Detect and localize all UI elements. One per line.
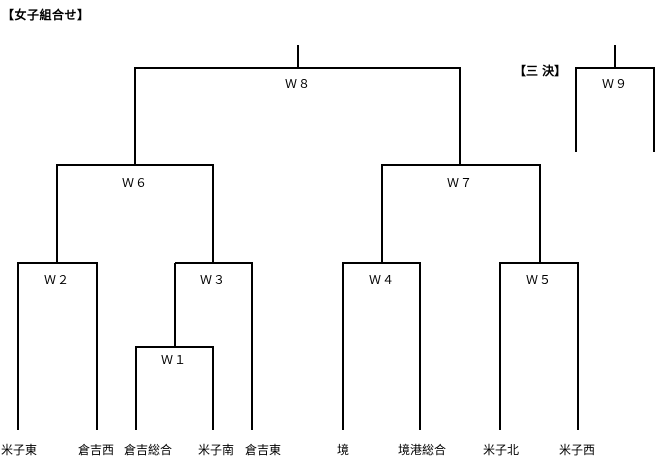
match-label-w3: Ｗ３ xyxy=(197,273,229,287)
team-label: 境 xyxy=(336,443,350,457)
team-label: 米子東 xyxy=(0,443,38,457)
bracket-line-w5 xyxy=(499,262,579,430)
team-label: 倉吉総合 xyxy=(123,443,173,457)
bracket-line-w2 xyxy=(17,262,98,430)
match-label-w1: Ｗ１ xyxy=(158,353,190,367)
match-label-w2: Ｗ２ xyxy=(41,273,73,287)
match-label-w5: Ｗ５ xyxy=(523,273,555,287)
match-label-w4: Ｗ４ xyxy=(366,273,398,287)
team-label: 米子北 xyxy=(482,443,520,457)
bracket-line-w3 xyxy=(175,262,253,430)
match-label-w7: Ｗ７ xyxy=(444,176,476,190)
team-label: 米子西 xyxy=(558,443,596,457)
page-title: 【女子組合せ】 xyxy=(2,8,90,22)
team-label: 倉吉東 xyxy=(244,443,282,457)
team-label: 境港総合 xyxy=(397,443,447,457)
team-label: 倉吉西 xyxy=(77,443,115,457)
match-label-w6: Ｗ６ xyxy=(119,176,151,190)
match-label-w9: Ｗ９ xyxy=(599,77,631,91)
bracket-line-w4 xyxy=(342,262,421,430)
match-label-w8: Ｗ８ xyxy=(282,77,314,91)
team-label: 米子南 xyxy=(197,443,235,457)
third-place-title: 【三 決】 xyxy=(514,64,567,78)
